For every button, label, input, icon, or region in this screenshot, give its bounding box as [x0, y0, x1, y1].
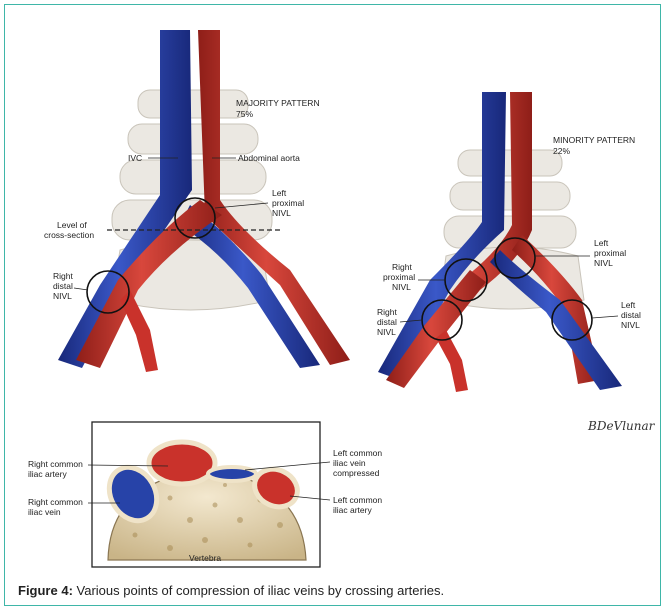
minority-left-proximal-3: NIVL [594, 258, 613, 268]
minority-right-distal-2: distal [377, 317, 397, 327]
left-proximal-label-2: proximal [272, 198, 304, 208]
cs-left-vein-3: compressed [333, 468, 380, 478]
minority-right-distal-1: Right [377, 307, 397, 317]
right-distal-label-3: NIVL [53, 291, 72, 301]
minority-left-proximal-2: proximal [594, 248, 626, 258]
majority-pattern-diagram: MAJORITY PATTERN 75% IVC Abdominal aorta… [44, 30, 350, 372]
level-label-2: cross-section [44, 230, 94, 240]
right-distal-label-1: Right [53, 271, 73, 281]
minority-right-proximal-2: proximal [383, 272, 415, 282]
cross-section-diagram: Right common iliac artery Right common i… [28, 422, 382, 567]
cs-right-artery-2: iliac artery [28, 469, 67, 479]
minority-left-distal-3: NIVL [621, 320, 640, 330]
cs-right-vein-1: Right common [28, 497, 83, 507]
right-common-iliac-artery-section [149, 442, 215, 484]
right-distal-label-2: distal [53, 281, 73, 291]
minority-right-proximal-1: Right [392, 262, 412, 272]
minority-right-proximal-3: NIVL [392, 282, 411, 292]
vertebra-label: Vertebra [189, 553, 221, 563]
left-common-iliac-vein-compressed-section [208, 467, 256, 481]
minority-left-distal-2: distal [621, 310, 641, 320]
minority-pattern-diagram: MINORITY PATTERN 22% Left proximal NIVL … [377, 92, 656, 433]
majority-percent: 75% [236, 109, 253, 119]
cs-right-vein-2: iliac vein [28, 507, 61, 517]
ivc [58, 30, 192, 368]
cs-left-artery-1: Left common [333, 495, 382, 505]
cs-left-vein-1: Left common [333, 448, 382, 458]
left-proximal-label-3: NIVL [272, 208, 291, 218]
figure-caption: Figure 4: Various points of compression … [18, 583, 658, 598]
minority-left-distal-1: Left [621, 300, 636, 310]
caption-text: Various points of compression of iliac v… [77, 583, 445, 598]
minority-percent: 22% [553, 146, 570, 156]
minority-left-proximal-1: Left [594, 238, 609, 248]
cs-right-artery-1: Right common [28, 459, 83, 469]
cs-left-vein-2: iliac vein [333, 458, 366, 468]
ivc-label: IVC [128, 153, 142, 163]
minority-title: MINORITY PATTERN [553, 135, 635, 145]
level-label-1: Level of [57, 220, 87, 230]
majority-title: MAJORITY PATTERN [236, 98, 320, 108]
left-proximal-label-1: Left [272, 188, 287, 198]
aorta-label: Abdominal aorta [238, 153, 300, 163]
cs-left-artery-2: iliac artery [333, 505, 372, 515]
caption-label: Figure 4: [18, 583, 73, 598]
artist-signature: BDeVlunar [587, 419, 656, 433]
minority-right-distal-3: NIVL [377, 327, 396, 337]
